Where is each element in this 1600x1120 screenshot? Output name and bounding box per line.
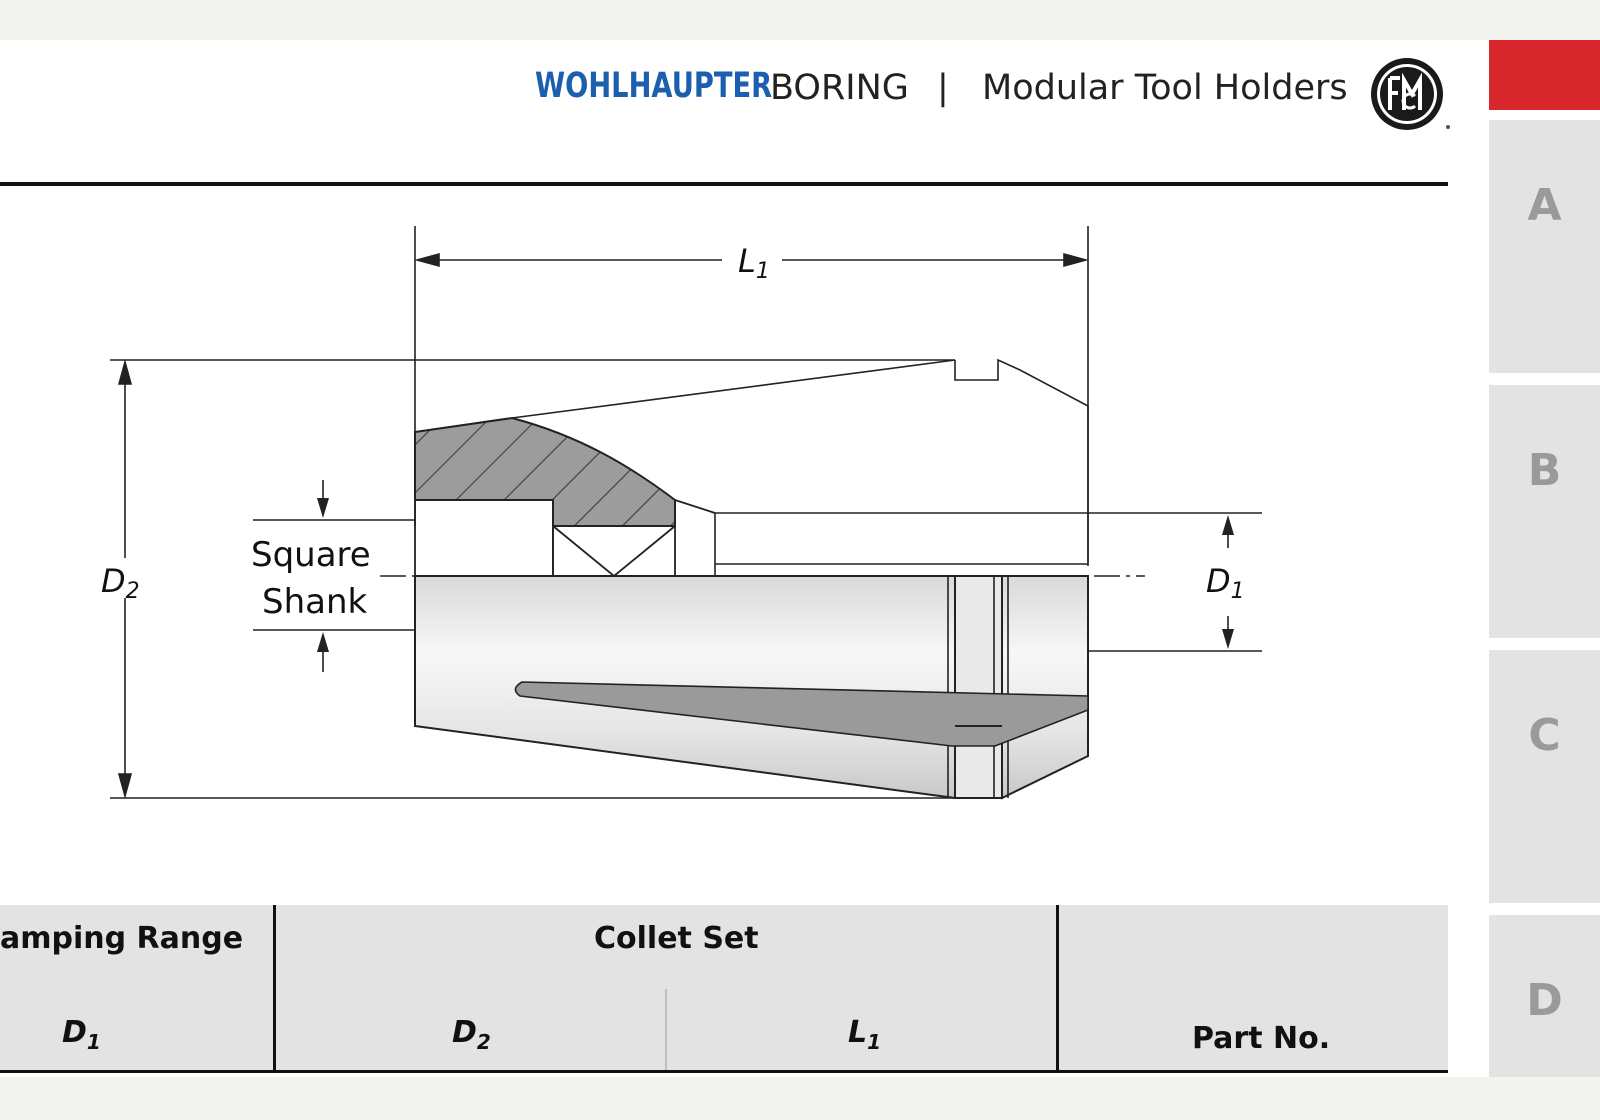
spec-table-header: amping Range Collet Set D1 D2 L1 Part No… <box>0 905 1448 1073</box>
table-divider <box>273 905 276 1073</box>
col-d1-header: D1 <box>62 1015 101 1054</box>
table-divider <box>1056 905 1059 1073</box>
page-subtitle: Modular Tool Holders <box>982 68 1348 108</box>
header-rule <box>0 182 1448 186</box>
clamping-range-header: amping Range <box>0 921 244 956</box>
col-d2-header: D2 <box>452 1015 491 1054</box>
shank-label: Shank <box>262 582 368 622</box>
tab-d[interactable]: D <box>1489 915 1600 1077</box>
collet-technical-drawing: L1 D2 D1 Square Shank <box>101 226 1262 800</box>
section-tabs: A B C D <box>1489 40 1600 1077</box>
collet-set-header: Collet Set <box>594 921 759 956</box>
dimension-d2-label: D2 <box>101 562 140 604</box>
tab-a[interactable]: A <box>1489 120 1600 373</box>
catalog-page <box>0 40 1489 1077</box>
round-seal-logo-icon <box>1371 58 1450 130</box>
col-part-no-header: Part No. <box>1192 1021 1331 1056</box>
section-name: BORING <box>770 68 909 108</box>
dimension-d1-label: D1 <box>1206 562 1245 604</box>
table-bottom-rule <box>0 1070 1448 1073</box>
header-separator: | <box>937 68 949 108</box>
tab-c[interactable]: C <box>1489 650 1600 903</box>
square-label: Square <box>251 535 371 575</box>
tab-b[interactable]: B <box>1489 385 1600 638</box>
brand-name: WOHLHAUPTER <box>535 66 773 106</box>
col-l1-header: L1 <box>848 1015 882 1054</box>
table-divider <box>665 989 667 1073</box>
dimension-l1-label: L1 <box>738 242 770 284</box>
active-section-marker <box>1489 40 1600 110</box>
page-header: WOHLHAUPTER BORING | Modular Tool Holder… <box>0 40 1489 150</box>
